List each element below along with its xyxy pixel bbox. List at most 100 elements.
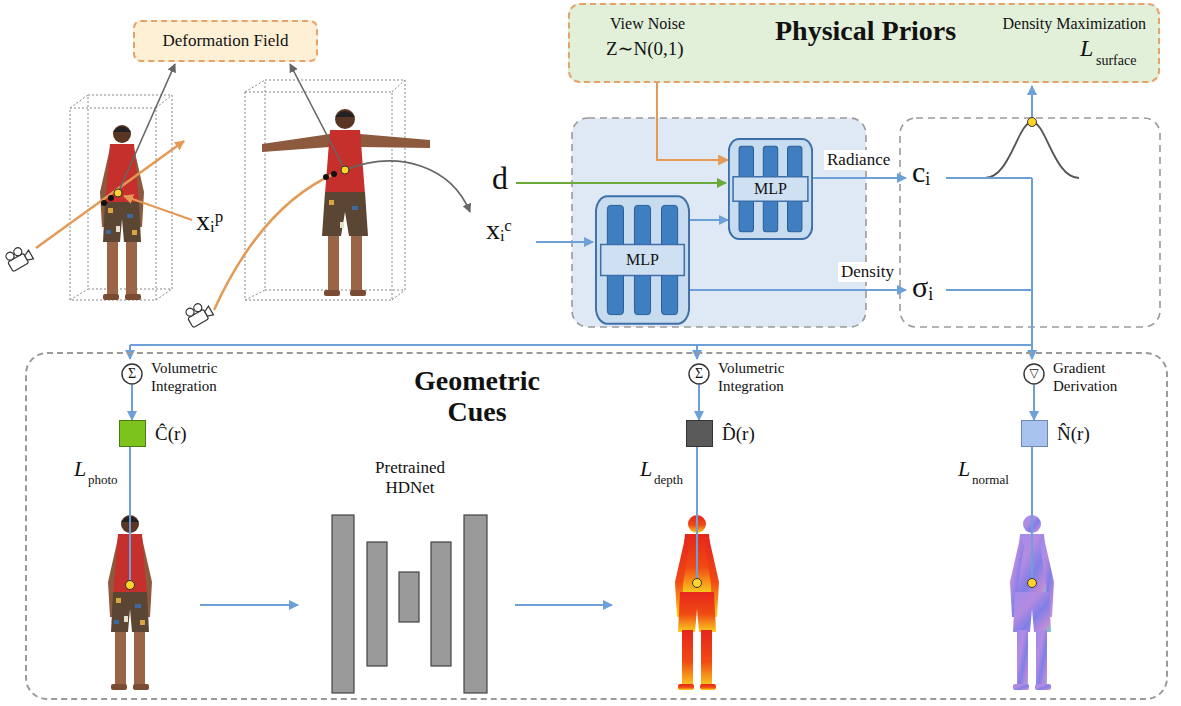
- noise-label: View Noise: [610, 15, 685, 33]
- point-arrow: [536, 241, 593, 243]
- bounding-box: [245, 80, 405, 300]
- tpose-figure-part: [324, 290, 340, 296]
- sample-points-part: [331, 171, 337, 177]
- loss-symbol: L: [640, 456, 652, 481]
- leader-line: [124, 196, 192, 220]
- sum-circle: ΣVolumetric Integration: [121, 363, 143, 385]
- sample-point: [1028, 118, 1037, 127]
- tpose-figure-part: [329, 200, 334, 205]
- wire-part: [696, 445, 698, 579]
- bounding-box-part: [245, 290, 265, 300]
- leader-line: [290, 64, 345, 170]
- operation-label: Gradient Derivation: [1053, 359, 1145, 395]
- output-panel: [900, 118, 1160, 327]
- radiance-arrow: [813, 177, 906, 179]
- tpose-figure-part: [340, 222, 344, 228]
- flow-arrow: [698, 385, 700, 420]
- tpose-figure-part: [352, 206, 358, 210]
- operation-label: Volumetric Integration: [151, 359, 243, 395]
- loss-subscript: photo: [88, 473, 118, 488]
- module-label: Deformation Field: [135, 31, 316, 51]
- loss-symbol: L: [958, 456, 970, 481]
- panel-title: Geometric Cues: [397, 366, 557, 428]
- operation-label: Volumetric Integration: [718, 359, 810, 395]
- hdnet-shape: [330, 514, 490, 694]
- prior-label: Density Maximization: [1002, 15, 1146, 33]
- sample-points: [126, 579, 1037, 590]
- sum-circle: ΣVolumetric Integration: [688, 363, 710, 385]
- hdnet-shape-part-part: [399, 572, 419, 622]
- bounding-box-part: [70, 289, 88, 300]
- sample-points-part: [693, 579, 702, 588]
- flow-arrow: [1033, 385, 1035, 420]
- output-square: N̂(r): [1021, 420, 1048, 447]
- camera-icon: [184, 299, 214, 327]
- tpose-figure-part: [325, 130, 365, 194]
- tpose-figure-part: [262, 134, 330, 152]
- sum-symbol: Σ: [121, 366, 143, 382]
- camera-icon-part: [203, 306, 213, 318]
- hdnet-shape-part: [332, 515, 487, 693]
- wire: [130, 445, 1032, 581]
- mlp-block: MLP: [728, 138, 813, 240]
- sample-points-part: [101, 200, 107, 206]
- surface-arrow: [1031, 86, 1033, 122]
- wire-part: [946, 289, 1032, 291]
- point-symbol: xᵢᶜ: [486, 214, 512, 246]
- mlp-label: MLP: [595, 251, 690, 269]
- point-symbol: xᵢᵖ: [196, 205, 223, 237]
- mlp-label: MLP: [728, 180, 813, 198]
- tpose-figure-part: [335, 109, 355, 129]
- loss-subscript: normal: [972, 473, 1009, 488]
- gradient-circle: ▽Gradient Derivation: [1023, 363, 1045, 385]
- sample-points-part: [108, 195, 114, 201]
- hdnet-shape-part-part: [367, 542, 387, 666]
- wire: [130, 178, 1032, 345]
- bounding-box-part: [245, 92, 392, 300]
- bounding-box-part: [245, 80, 265, 92]
- bounding-box-part: [156, 289, 172, 300]
- hdnet-shape-part-part: [431, 542, 451, 666]
- output-name: Radiance: [824, 150, 893, 170]
- sum-symbol: Σ: [688, 366, 710, 382]
- loss-symbol: L: [74, 456, 86, 481]
- priors-band: View NoiseZ∼N(0,1)Physical PriorsDensity…: [568, 3, 1160, 83]
- sample-points-part: [1028, 579, 1037, 588]
- module-box: Deformation Field: [133, 20, 318, 62]
- color-symbol: cᵢ: [912, 155, 930, 190]
- tpose-figure-part: [328, 235, 339, 293]
- tpose-figure-part: [360, 134, 430, 148]
- cues-panel: Geometric CuesΣVolumetric IntegrationĈ(r…: [25, 352, 1168, 700]
- hdnet-shape-part-part: [332, 515, 354, 693]
- warp-arrow: [345, 161, 470, 212]
- loss-subscript: surface: [1096, 53, 1136, 69]
- circle-shape-part: [122, 364, 142, 384]
- flow-arrow: [131, 385, 133, 420]
- camera-icon-part: [12, 246, 23, 257]
- mlp-shape-part: [596, 196, 689, 323]
- wire-part: [1031, 445, 1033, 579]
- flow-arrow: [690, 219, 728, 221]
- sample-points-part: [114, 189, 122, 197]
- hdnet-shape-part-part: [464, 515, 487, 693]
- loss-symbol: L: [1080, 35, 1093, 63]
- hdnet-arrow: [515, 604, 612, 606]
- network-block: Pretrained HDNet: [330, 514, 490, 694]
- view-symbol: d: [492, 160, 508, 197]
- bounding-box-part: [70, 95, 88, 108]
- density-arrow: [690, 289, 906, 291]
- network-label: Pretrained HDNet: [355, 458, 465, 497]
- mlp-shape-part: [729, 139, 812, 239]
- wire-part: [129, 445, 131, 581]
- camera-icon-part: [192, 302, 203, 313]
- view-arrow: [516, 182, 726, 184]
- tpose-figure-part: [322, 192, 368, 236]
- circle-shape-part: [689, 364, 709, 384]
- panel-title: Physical Priors: [775, 15, 956, 47]
- loss-subscript: depth: [654, 473, 683, 488]
- camera-ray: [36, 141, 184, 248]
- human-figure: [100, 125, 144, 300]
- bounding-box-part: [392, 290, 405, 300]
- wire-part: [946, 177, 1032, 179]
